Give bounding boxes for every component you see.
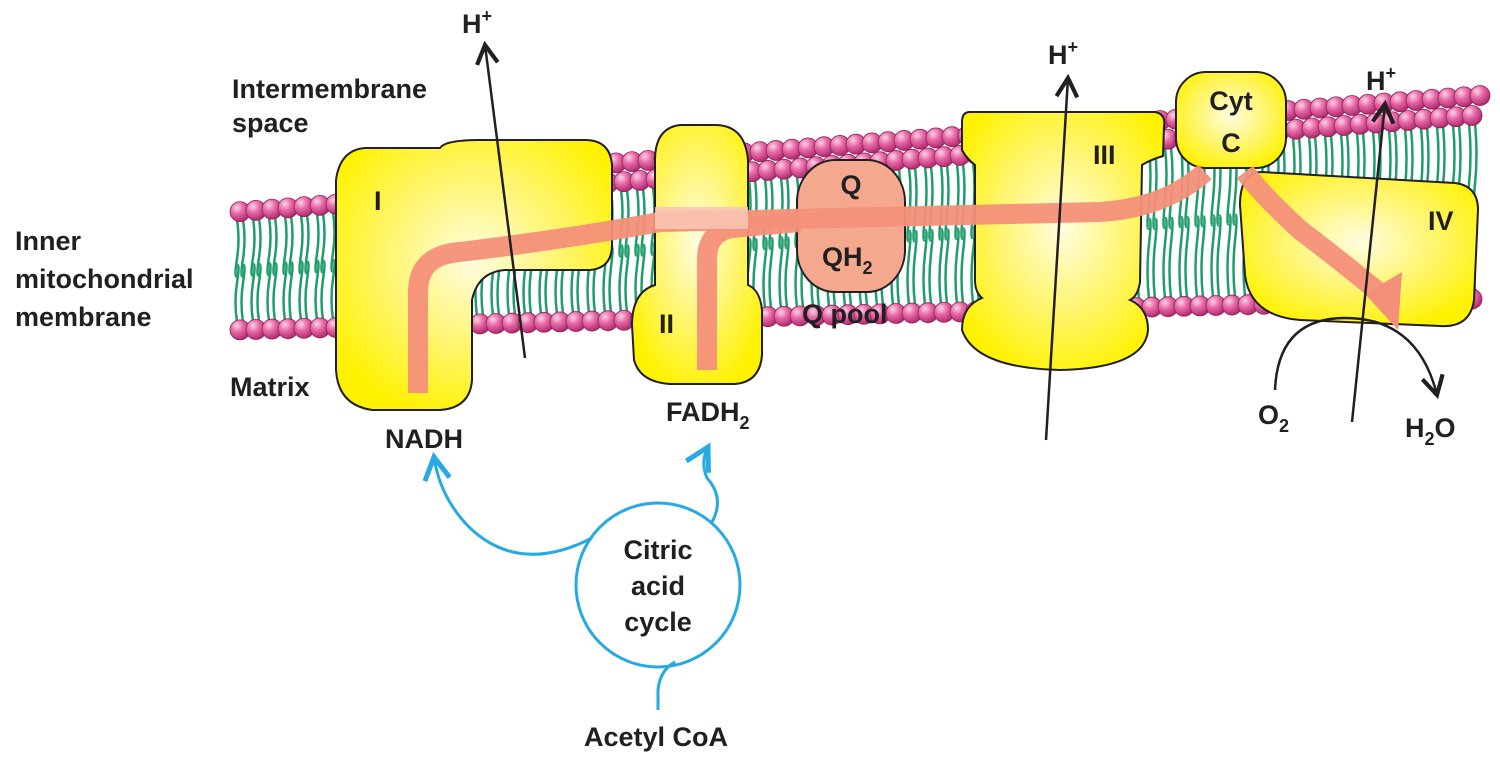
cyt-c-label-1: Cyt <box>1209 86 1253 116</box>
cycle-arrow-to-nadh <box>434 457 593 556</box>
complex-ii-label: II <box>659 309 674 339</box>
inner-membrane-label-1: Inner <box>15 226 82 256</box>
complex-iv-label: IV <box>1428 206 1454 236</box>
lipid-tail-pair <box>266 216 278 322</box>
lipid-tail-pair <box>938 164 950 305</box>
lipid-tail-pair <box>1178 145 1190 299</box>
intermembrane-label-1: Intermembrane <box>232 74 427 104</box>
proton-label-complex-i: H+ <box>462 6 492 39</box>
inner-membrane-label-3: membrane <box>15 302 152 332</box>
complex-iv <box>1238 170 1480 328</box>
lipid-tail-pair <box>618 189 630 313</box>
complex-iii <box>960 111 1166 372</box>
proton-label-complex-iii: H+ <box>1048 37 1078 70</box>
complex-iii-label: III <box>1093 140 1116 170</box>
matrix-label: Matrix <box>230 372 310 402</box>
complex-i-label: I <box>374 186 382 216</box>
inner-membrane-label-2: mitochondrial <box>15 264 194 294</box>
lipid-tail-pair <box>954 163 966 305</box>
acetyl-coa-inflow <box>656 660 676 710</box>
qh2-label: QH2 <box>822 242 873 278</box>
lipid-tail-pair <box>906 167 918 306</box>
lipid-tail-pair <box>234 219 246 323</box>
lipid-tail-pair <box>314 213 326 321</box>
citric-cycle-label-3: cycle <box>624 607 692 637</box>
acetyl-coa-label: Acetyl CoA <box>584 722 728 752</box>
oxygen-reduction-arrow <box>1273 316 1437 395</box>
lipid-tail-pair <box>922 165 934 305</box>
complex-ii <box>630 124 763 385</box>
electron-path-lightened <box>655 207 748 229</box>
citric-cycle-label-2: acid <box>631 571 685 601</box>
nadh-label: NADH <box>385 424 463 454</box>
lipid-tail-pair <box>282 215 294 321</box>
q-label: Q <box>840 170 861 200</box>
lipid-tail-pair <box>250 218 262 322</box>
q-pool-label: Q pool <box>802 299 887 329</box>
citric-acid-cycle-circle <box>574 501 742 669</box>
o2-label: O2 <box>1258 400 1289 436</box>
cycle-arrow-to-fadh2 <box>704 447 719 523</box>
cyt-c-label-2: C <box>1221 128 1241 158</box>
proton-arrow-complex-iv <box>1350 104 1385 423</box>
proton-label-complex-iv: H+ <box>1366 63 1396 96</box>
lipid-head-top <box>1461 105 1483 126</box>
cytochrome-c <box>1175 71 1287 169</box>
proton-arrow-complex-iii <box>1044 78 1068 441</box>
h2o-label: H2O <box>1405 413 1456 449</box>
electron-flow-arrowhead <box>1365 272 1402 330</box>
complex-i <box>335 139 613 411</box>
lipid-tail-pair <box>762 178 774 309</box>
lipid-head-top-back <box>1469 85 1491 106</box>
fadh2-label: FADH2 <box>666 397 750 433</box>
lipid-tail-pair <box>1162 147 1174 299</box>
intermembrane-label-2: space <box>232 108 309 138</box>
proton-arrow-complex-i <box>485 45 527 359</box>
lipid-tail-pair <box>778 177 790 309</box>
lipid-tail-pair <box>298 214 310 321</box>
citric-cycle-label-1: Citric <box>623 535 692 565</box>
lipid-tail-pair <box>1146 148 1158 300</box>
